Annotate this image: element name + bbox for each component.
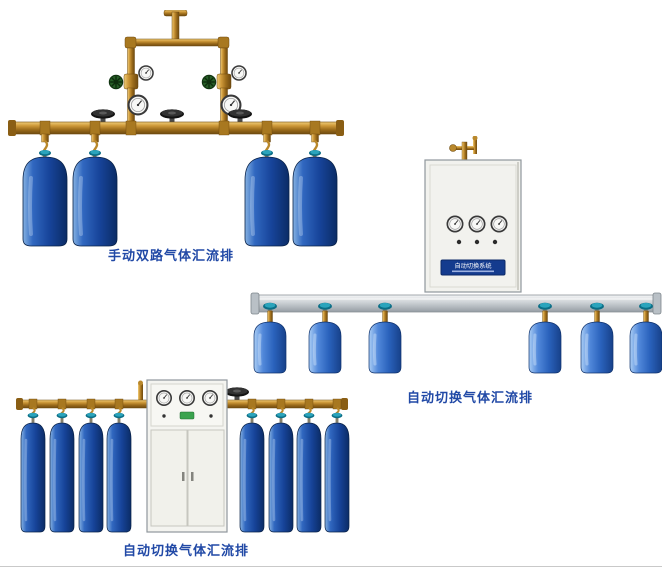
gas-cylinder (48, 421, 76, 534)
floor-cabinet (146, 379, 228, 533)
gas-cylinder (238, 421, 266, 534)
pressure-gauge (468, 215, 486, 233)
cylinder-valve-knob (85, 412, 97, 423)
gas-cylinder (527, 320, 563, 375)
pressure-gauge (156, 389, 172, 407)
indicator-dot (492, 239, 498, 245)
main-manifold-pipe (8, 109, 344, 136)
cylinder-group (252, 302, 662, 375)
door-handle (182, 472, 185, 481)
gas-cylinder (367, 320, 403, 375)
manifold-rail (250, 292, 662, 315)
pressure-gauge (127, 94, 149, 116)
gas-cylinder (21, 155, 69, 248)
indicator-dot (209, 414, 213, 418)
auto-manifold-wall-illustration: 自动切换系统 (250, 136, 662, 375)
cylinder-valve-knob (113, 412, 125, 423)
regulator-handwheel (201, 74, 217, 90)
cylinder-valve-knob (246, 412, 258, 423)
cylinder-valve-knob (275, 412, 287, 423)
indicator-dot (162, 414, 166, 418)
gas-cylinder (307, 320, 343, 375)
gas-cylinder (19, 421, 47, 534)
top-feed-pipes (124, 10, 230, 77)
pressure-gauge (179, 389, 195, 407)
cabinet-door-left (150, 429, 188, 527)
gas-cylinder (71, 155, 119, 248)
wall-cabinet: 自动切换系统 (424, 159, 522, 293)
gas-cylinder (77, 421, 105, 534)
caption-manual-dual-manifold: 手动双路气体汇流排 (107, 248, 234, 263)
pressure-gauge (138, 65, 154, 81)
gas-cylinder (323, 421, 351, 534)
indicator-dot (456, 239, 462, 245)
cylinder-valve-knob (27, 412, 39, 423)
gas-cylinder (579, 320, 615, 375)
indicator-lamp (179, 411, 195, 420)
pressure-gauge (446, 215, 464, 233)
caption-auto-manifold-wall: 自动切换气体汇流排 (406, 390, 533, 405)
pressure-regulator-left (108, 65, 154, 125)
cabinet-label-subline (452, 270, 494, 273)
door-handle (191, 472, 194, 481)
gas-cylinder (295, 421, 323, 534)
caption-auto-manifold-floor: 自动切换气体汇流排 (122, 543, 249, 558)
cylinder-valve-knob (331, 412, 343, 423)
manual-manifold-illustration (8, 10, 344, 248)
page-bottom-border (0, 566, 662, 567)
pressure-gauge (490, 215, 508, 233)
pressure-gauge (202, 389, 218, 407)
gas-cylinder (628, 320, 662, 375)
gas-cylinder (105, 421, 133, 534)
cabinet-top-fittings (449, 136, 478, 163)
auto-manifold-floor-illustration (16, 379, 351, 534)
pressure-gauge (231, 65, 247, 81)
regulator-handwheel (108, 74, 124, 90)
indicator-dot (474, 239, 480, 245)
cabinet-label-text: 自动切换系统 (454, 262, 491, 270)
cylinder-valve-knob (56, 412, 68, 423)
cylinder-valve-knob (303, 412, 315, 423)
gas-cylinder (252, 320, 288, 375)
gas-cylinder (267, 421, 295, 534)
cabinet-door-right (187, 429, 225, 527)
